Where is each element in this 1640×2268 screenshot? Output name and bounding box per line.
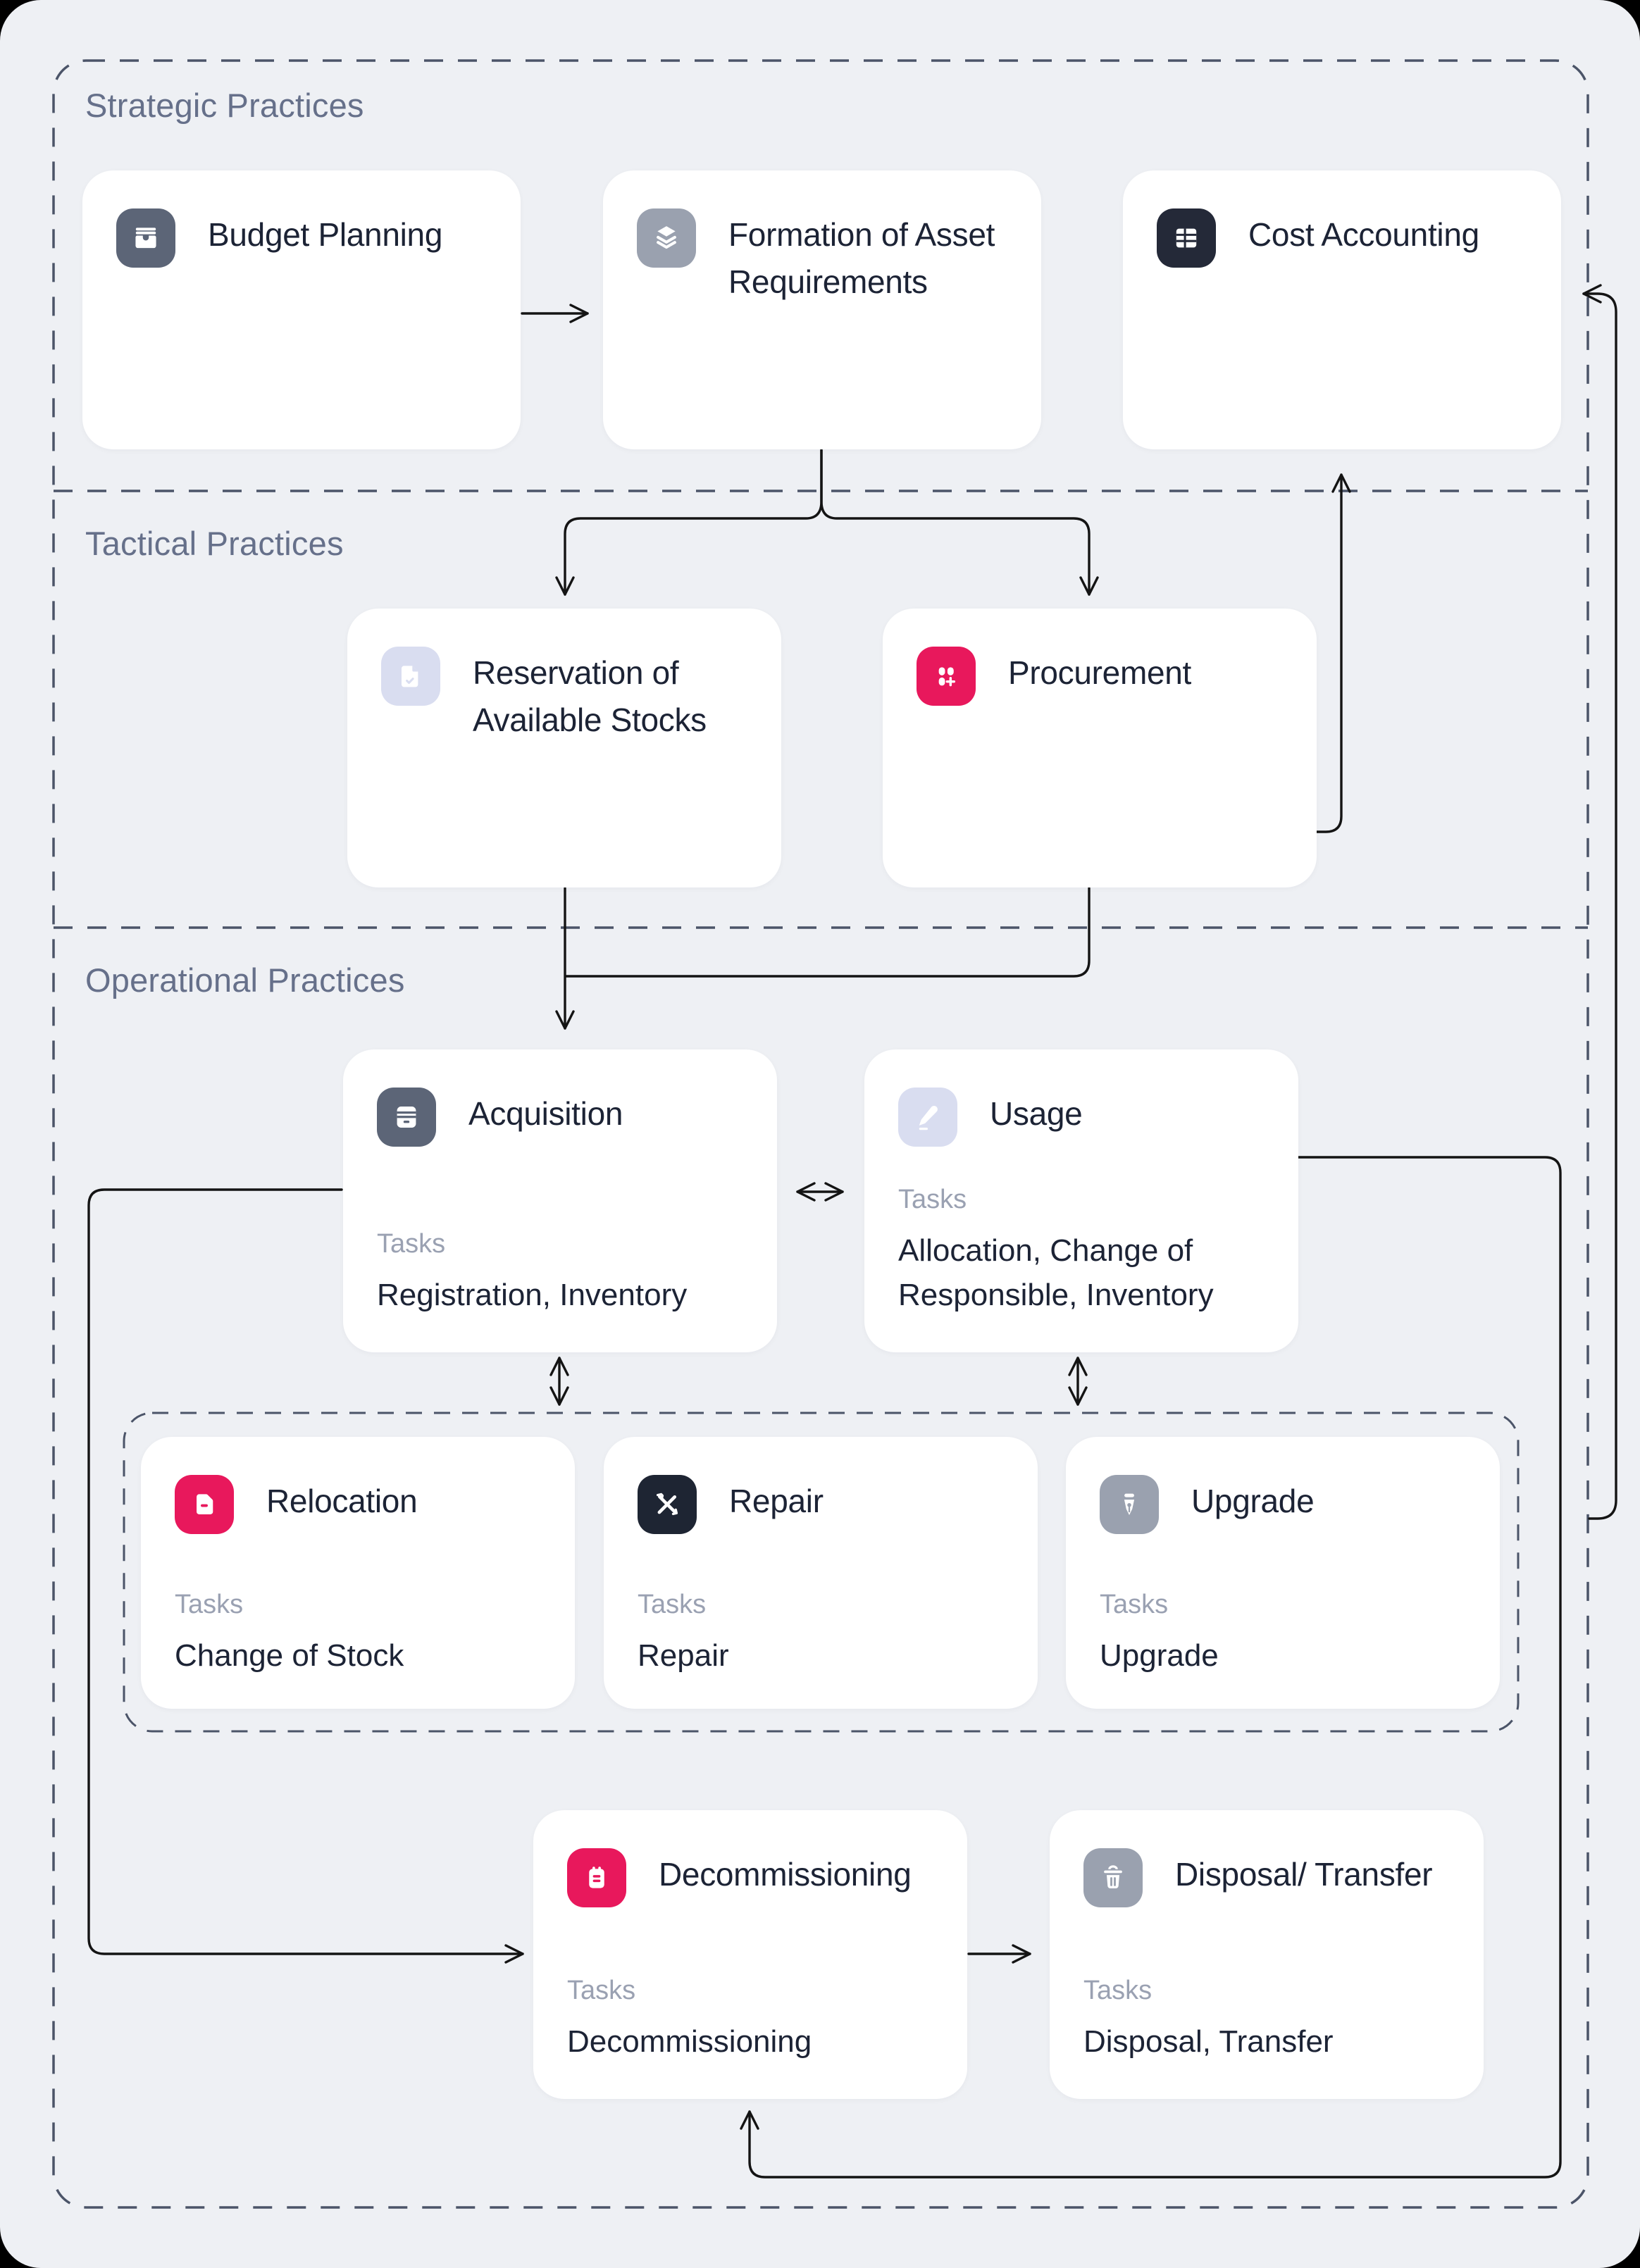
arrow-usage-to-decommissioning: [740, 1156, 1562, 2179]
tasks-value: Allocation, Change of Responsible, Inven…: [898, 1233, 1214, 1312]
arrow-procurement-to-cost: [1302, 473, 1351, 833]
archive-box-icon: [116, 208, 175, 268]
node-cost-accounting: Cost Accounting: [1123, 170, 1561, 449]
tasks-value: Change of Stock: [175, 1638, 404, 1673]
spreadsheet-icon: [1157, 208, 1216, 268]
node-title: Cost Accounting: [1248, 216, 1479, 253]
node-procurement: Procurement: [883, 609, 1317, 887]
node-budget-planning: Budget Planning: [82, 170, 521, 449]
node-acquisition: Acquisition Tasks Registration, Inventor…: [343, 1049, 777, 1352]
arrow-formation-to-reservation: [555, 449, 823, 596]
tasks-value: Decommissioning: [567, 2024, 812, 2059]
node-title: Formation of Asset Requirements: [728, 216, 995, 300]
tasks-label: Tasks: [377, 1228, 446, 1259]
node-title: Disposal/ Transfer: [1175, 1856, 1433, 1893]
arrow-formation-to-procurement: [820, 449, 1099, 596]
tasks-label: Tasks: [1083, 1975, 1153, 2005]
node-title: Budget Planning: [208, 216, 443, 253]
tasks-value: Disposal, Transfer: [1083, 2024, 1334, 2059]
node-usage: Usage Tasks Allocation, Change of Respon…: [864, 1049, 1298, 1352]
clipboard-icon: [567, 1848, 626, 1907]
node-formation-of-asset-requirements: Formation of Asset Requirements: [603, 170, 1041, 449]
sim-card-icon: [175, 1475, 234, 1534]
node-title: Repair: [729, 1483, 824, 1519]
section-title-operational: Operational Practices: [85, 961, 405, 999]
node-relocation: Relocation Tasks Change of Stock: [141, 1437, 575, 1709]
tasks-value: Upgrade: [1100, 1638, 1219, 1673]
node-title: Decommissioning: [659, 1856, 912, 1893]
section-title-tactical: Tactical Practices: [85, 525, 344, 562]
layers-icon: [637, 208, 696, 268]
tasks-value: Registration, Inventory: [377, 1277, 688, 1312]
tasks-label: Tasks: [175, 1589, 244, 1619]
tasks-label: Tasks: [567, 1975, 636, 2005]
archive-drawer-icon: [377, 1088, 436, 1147]
tasks-label: Tasks: [1100, 1589, 1169, 1619]
line-procurement-join: [565, 887, 1091, 978]
node-title: Acquisition: [468, 1095, 623, 1132]
tasks-label: Tasks: [638, 1589, 707, 1619]
node-decommissioning: Decommissioning Tasks Decommissioning: [533, 1810, 967, 2099]
node-upgrade: Upgrade Tasks Upgrade: [1066, 1437, 1500, 1709]
pen-nib-icon: [1100, 1475, 1159, 1534]
tasks-value: Repair: [638, 1638, 729, 1673]
tools-icon: [638, 1475, 697, 1534]
node-title: Upgrade: [1191, 1483, 1315, 1519]
pen-icon: [898, 1088, 957, 1147]
tasks-label: Tasks: [898, 1185, 967, 1215]
section-title-strategic: Strategic Practices: [85, 87, 364, 124]
node-disposal-transfer: Disposal/ Transfer Tasks Disposal, Trans…: [1050, 1810, 1484, 2099]
node-repair: Repair Tasks Repair: [604, 1437, 1038, 1709]
node-title: Relocation: [266, 1483, 418, 1519]
document-check-icon: [381, 647, 440, 706]
node-title: Reservation of Available Stocks: [473, 654, 707, 738]
node-title: Usage: [990, 1095, 1083, 1132]
grid-plus-icon: [917, 647, 976, 706]
node-title: Procurement: [1008, 654, 1192, 691]
arrow-acquisition-to-decommissioning: [87, 1188, 524, 1964]
arrow-group-to-cost: [1582, 284, 1617, 1520]
node-reservation-of-available-stocks: Reservation of Available Stocks: [347, 609, 781, 887]
trash-icon: [1083, 1848, 1143, 1907]
